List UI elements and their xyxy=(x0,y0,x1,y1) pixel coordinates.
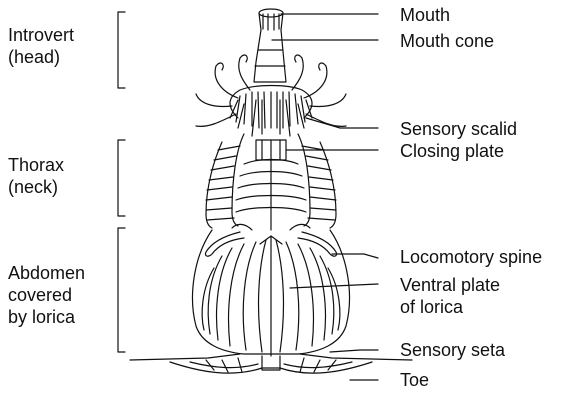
label-ventral-plate-line-1: Ventral plate xyxy=(400,274,500,296)
label-locomotory-spine: Locomotory spine xyxy=(400,246,542,268)
introvert-bracket xyxy=(118,12,125,88)
abdomen-bracket xyxy=(118,228,125,352)
label-mouth-cone: Mouth cone xyxy=(400,30,494,52)
label-thorax: Thorax (neck) xyxy=(8,154,64,198)
label-thorax-line-2: (neck) xyxy=(8,176,64,198)
label-sensory-seta-text: Sensory seta xyxy=(400,339,505,361)
label-mouth-cone-text: Mouth cone xyxy=(400,30,494,52)
thorax-bracket xyxy=(118,140,125,216)
label-mouth-text: Mouth xyxy=(400,4,450,26)
label-thorax-line-1: Thorax xyxy=(8,154,64,176)
label-abdomen: Abdomen covered by lorica xyxy=(8,262,85,328)
label-sensory-scalid-text: Sensory scalid xyxy=(400,118,517,140)
label-sensory-seta: Sensory seta xyxy=(400,339,505,361)
label-ventral-plate-line-2: of lorica xyxy=(400,296,500,318)
sensory-scalids xyxy=(196,55,346,136)
label-abdomen-line-3: by lorica xyxy=(8,306,85,328)
label-introvert: Introvert (head) xyxy=(8,24,74,68)
label-closing-plate-text: Closing plate xyxy=(400,140,504,162)
mouth-cone xyxy=(254,30,286,82)
lorica xyxy=(193,224,350,356)
label-abdomen-line-1: Abdomen xyxy=(8,262,85,284)
label-introvert-line-2: (head) xyxy=(8,46,74,68)
label-locomotory-spine-text: Locomotory spine xyxy=(400,246,542,268)
label-mouth: Mouth xyxy=(400,4,450,26)
label-introvert-line-1: Introvert xyxy=(8,24,74,46)
thorax xyxy=(206,134,336,230)
label-toe-text: Toe xyxy=(400,369,429,391)
label-closing-plate: Closing plate xyxy=(400,140,504,162)
posterior-appendages xyxy=(130,354,412,373)
mouth-tube xyxy=(259,9,283,30)
label-sensory-scalid: Sensory scalid xyxy=(400,118,517,140)
label-toe: Toe xyxy=(400,369,429,391)
label-ventral-plate: Ventral plate of lorica xyxy=(400,274,500,318)
label-abdomen-line-2: covered xyxy=(8,284,85,306)
